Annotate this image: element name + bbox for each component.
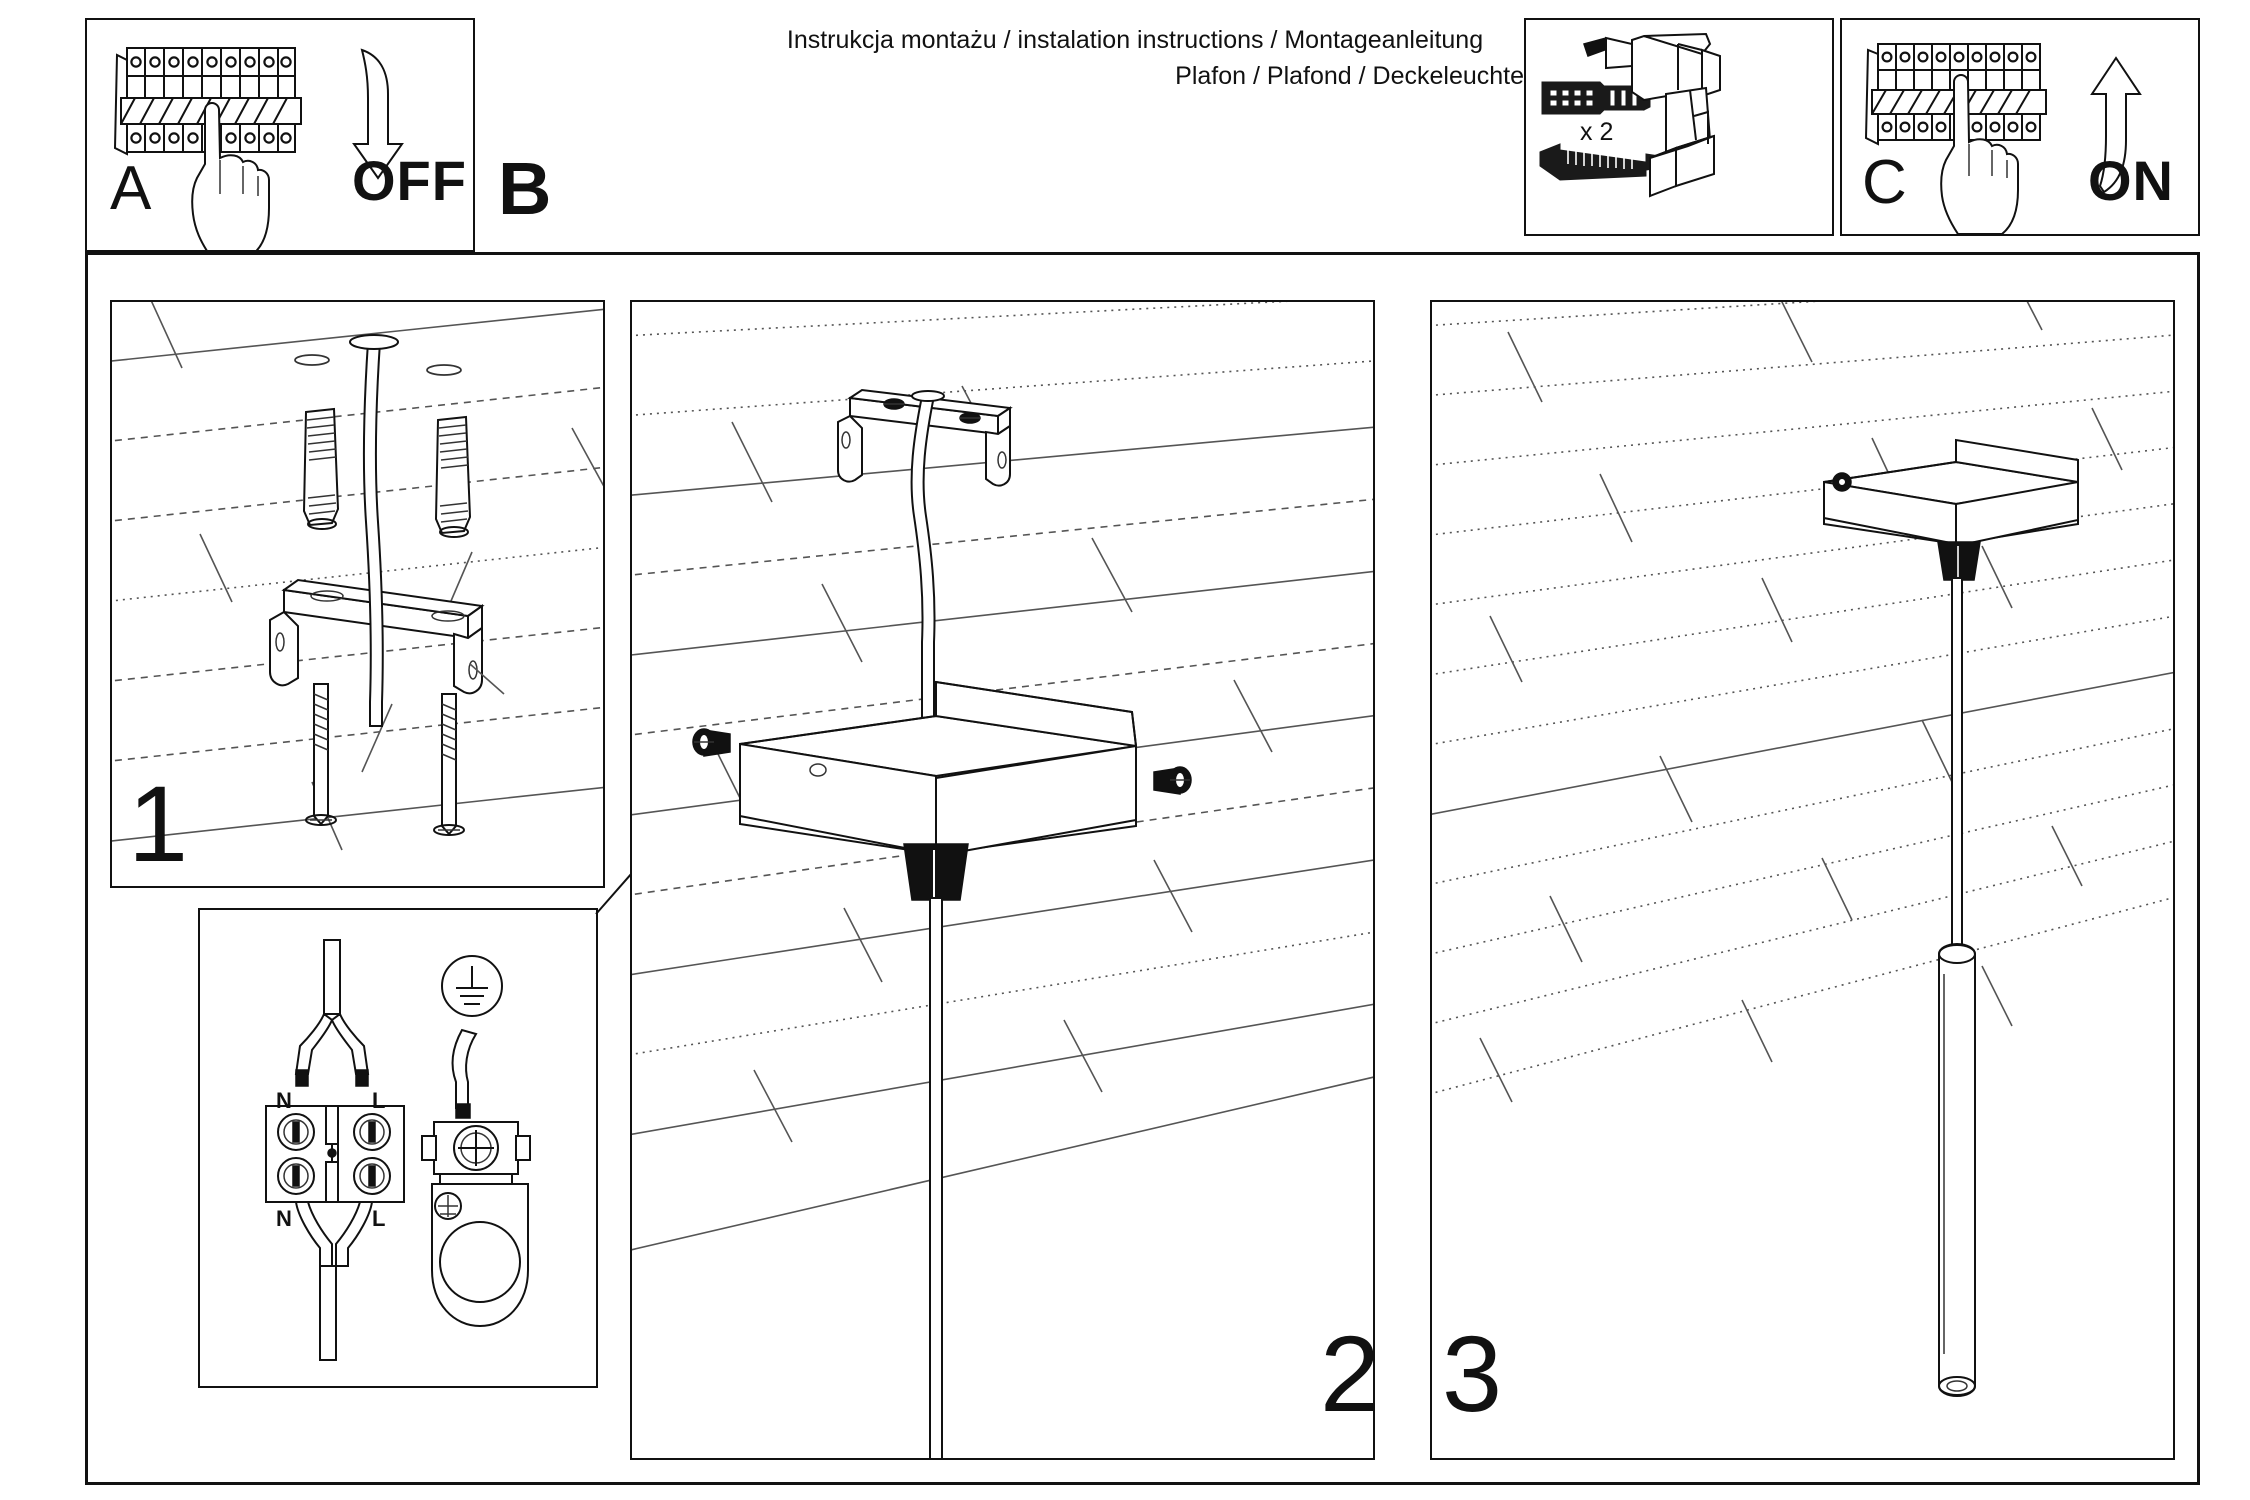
terminal-label-n-top: N [276, 1088, 292, 1113]
cable-grip [903, 843, 969, 901]
prep-step-a-action-label: OFF [352, 149, 467, 212]
pendant-cable-upper [910, 390, 945, 723]
hand-pointing-icon [1940, 74, 2019, 234]
mounting-bracket [269, 578, 505, 695]
pendant-cable [1951, 577, 1963, 949]
earth-ground-icon [441, 955, 503, 1017]
terminal-label-n-bottom: N [276, 1206, 292, 1231]
side-screw [1832, 472, 1852, 492]
screw-icon [1539, 143, 1661, 181]
outgoing-cable [294, 1201, 374, 1361]
bracket-screw-right [959, 412, 981, 424]
breaker-off-illustration [113, 47, 404, 250]
wiring-detail-illustration [265, 939, 531, 1361]
terminal-label-l-top: L [372, 1088, 386, 1113]
install-step-3-number: 3 [1442, 1313, 1503, 1434]
prep-step-c-panel [1840, 18, 2200, 236]
arrow-down-icon [352, 48, 404, 180]
step-3-illustration [1432, 302, 2173, 1397]
pendant-cable-lower [929, 897, 943, 1458]
step-2-illustration [632, 302, 1373, 1458]
wiring-detail-panel: N L N L [198, 908, 598, 1388]
drilled-hole-right [426, 364, 462, 376]
hand-pointing-icon [191, 102, 270, 250]
sheet-border [85, 252, 2200, 1485]
side-screw-right [1153, 766, 1192, 795]
install-step-2-number: 2 [1320, 1313, 1381, 1434]
install-step-2-panel [630, 300, 1375, 1460]
terminal-label-l-bottom: L [372, 1206, 386, 1231]
wall-anchor-right [434, 415, 472, 538]
side-screw-left [692, 728, 731, 757]
drilled-hole-left [294, 354, 330, 366]
incoming-cable [294, 939, 370, 1087]
drill-kit-illustration [1539, 32, 1721, 198]
cable-grip [1937, 541, 1981, 581]
earth-terminal [421, 1121, 531, 1185]
step-1-illustration [112, 302, 603, 851]
ceiling-planks [1432, 302, 2173, 1103]
earth-wire [451, 1028, 478, 1119]
canopy-box [692, 680, 1192, 858]
install-step-1-number: 1 [128, 763, 189, 884]
bracket-screw-left [883, 398, 905, 410]
terminal-block [265, 1105, 405, 1203]
screw-right [433, 693, 465, 836]
prep-step-c-action-label: ON [2088, 149, 2174, 212]
tube-lamp [1938, 943, 1976, 1397]
canopy-box [1823, 438, 2079, 548]
prep-step-b-letter: B [498, 147, 552, 230]
prep-step-a-letter: A [110, 154, 152, 223]
header-line-1: Instrukcja montażu / instalation instruc… [786, 26, 1484, 54]
wall-anchor-left [302, 407, 340, 530]
screw-left [305, 683, 337, 826]
prep-step-c-letter: C [1862, 148, 1907, 217]
lamp-base-plate [431, 1183, 529, 1328]
header-title: Instrukcja montażu / instalation instruc… [740, 22, 1530, 95]
power-drill-icon [1583, 32, 1721, 198]
breaker-on-illustration [1864, 43, 2142, 234]
install-step-3-panel [1430, 300, 2175, 1460]
install-step-1-panel [110, 300, 605, 888]
prep-step-a-panel [85, 18, 475, 252]
header-line-2: Plafon / Plafond / Deckeleuchte [1175, 62, 1524, 91]
arrow-up-icon [2090, 56, 2142, 194]
supply-cable [349, 334, 399, 727]
prep-step-b-panel [1524, 18, 1834, 236]
quantity-label: x 2 [1580, 118, 1614, 146]
